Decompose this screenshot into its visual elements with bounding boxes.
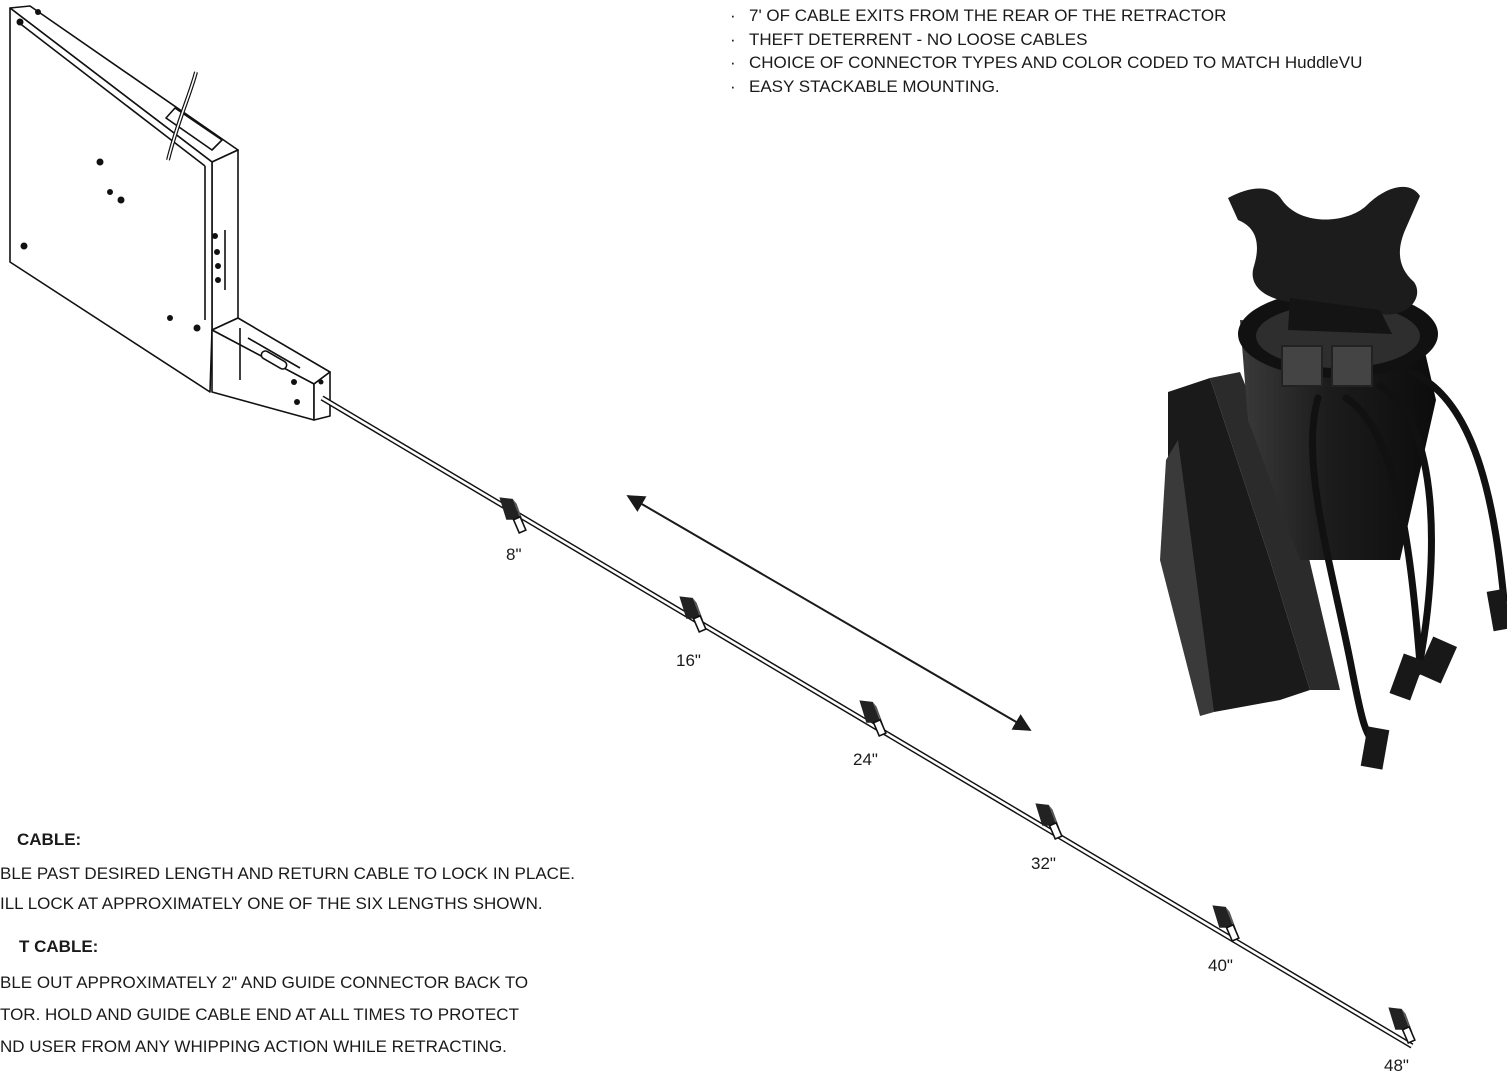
extend-retract-arrow	[626, 495, 1032, 731]
retract-cable-line: ND USER FROM ANY WHIPPING ACTION WHILE R…	[0, 1037, 507, 1056]
length-label-24in: 24"	[853, 750, 878, 769]
retract-cable-line: BLE OUT APPROXIMATELY 2" AND GUIDE CONNE…	[0, 973, 529, 992]
feature-list: ·7' OF CABLE EXITS FROM THE REAR OF THE …	[730, 4, 1362, 98]
feature-item: ·7' OF CABLE EXITS FROM THE REAR OF THE …	[730, 6, 1227, 25]
retract-cable-heading: T CABLE:	[19, 937, 99, 956]
length-label-48in: 48"	[1384, 1056, 1409, 1075]
length-label-32in: 32"	[1031, 854, 1056, 873]
feature-item: ·THEFT DETERRENT - NO LOOSE CABLES	[730, 29, 1088, 49]
retract-cable-line: TOR. HOLD AND GUIDE CABLE END AT ALL TIM…	[0, 1005, 519, 1024]
length-label-8in: 8"	[506, 545, 522, 564]
feature-item: ·EASY STACKABLE MOUNTING.	[730, 76, 1000, 96]
length-label-40in: 40"	[1208, 956, 1233, 975]
lock-cable-line: ILL LOCK AT APPROXIMATELY ONE OF THE SIX…	[0, 894, 543, 913]
retractor-housing	[9, 5, 331, 421]
length-label-16in: 16"	[676, 651, 701, 670]
product-photo	[1160, 186, 1507, 770]
lock-cable-heading: CABLE:	[17, 830, 82, 849]
lock-cable-line: BLE PAST DESIRED LENGTH AND RETURN CABLE…	[0, 864, 576, 883]
feature-item: ·CHOICE OF CONNECTOR TYPES AND COLOR COD…	[730, 53, 1363, 72]
retractor-holes	[16, 9, 324, 405]
